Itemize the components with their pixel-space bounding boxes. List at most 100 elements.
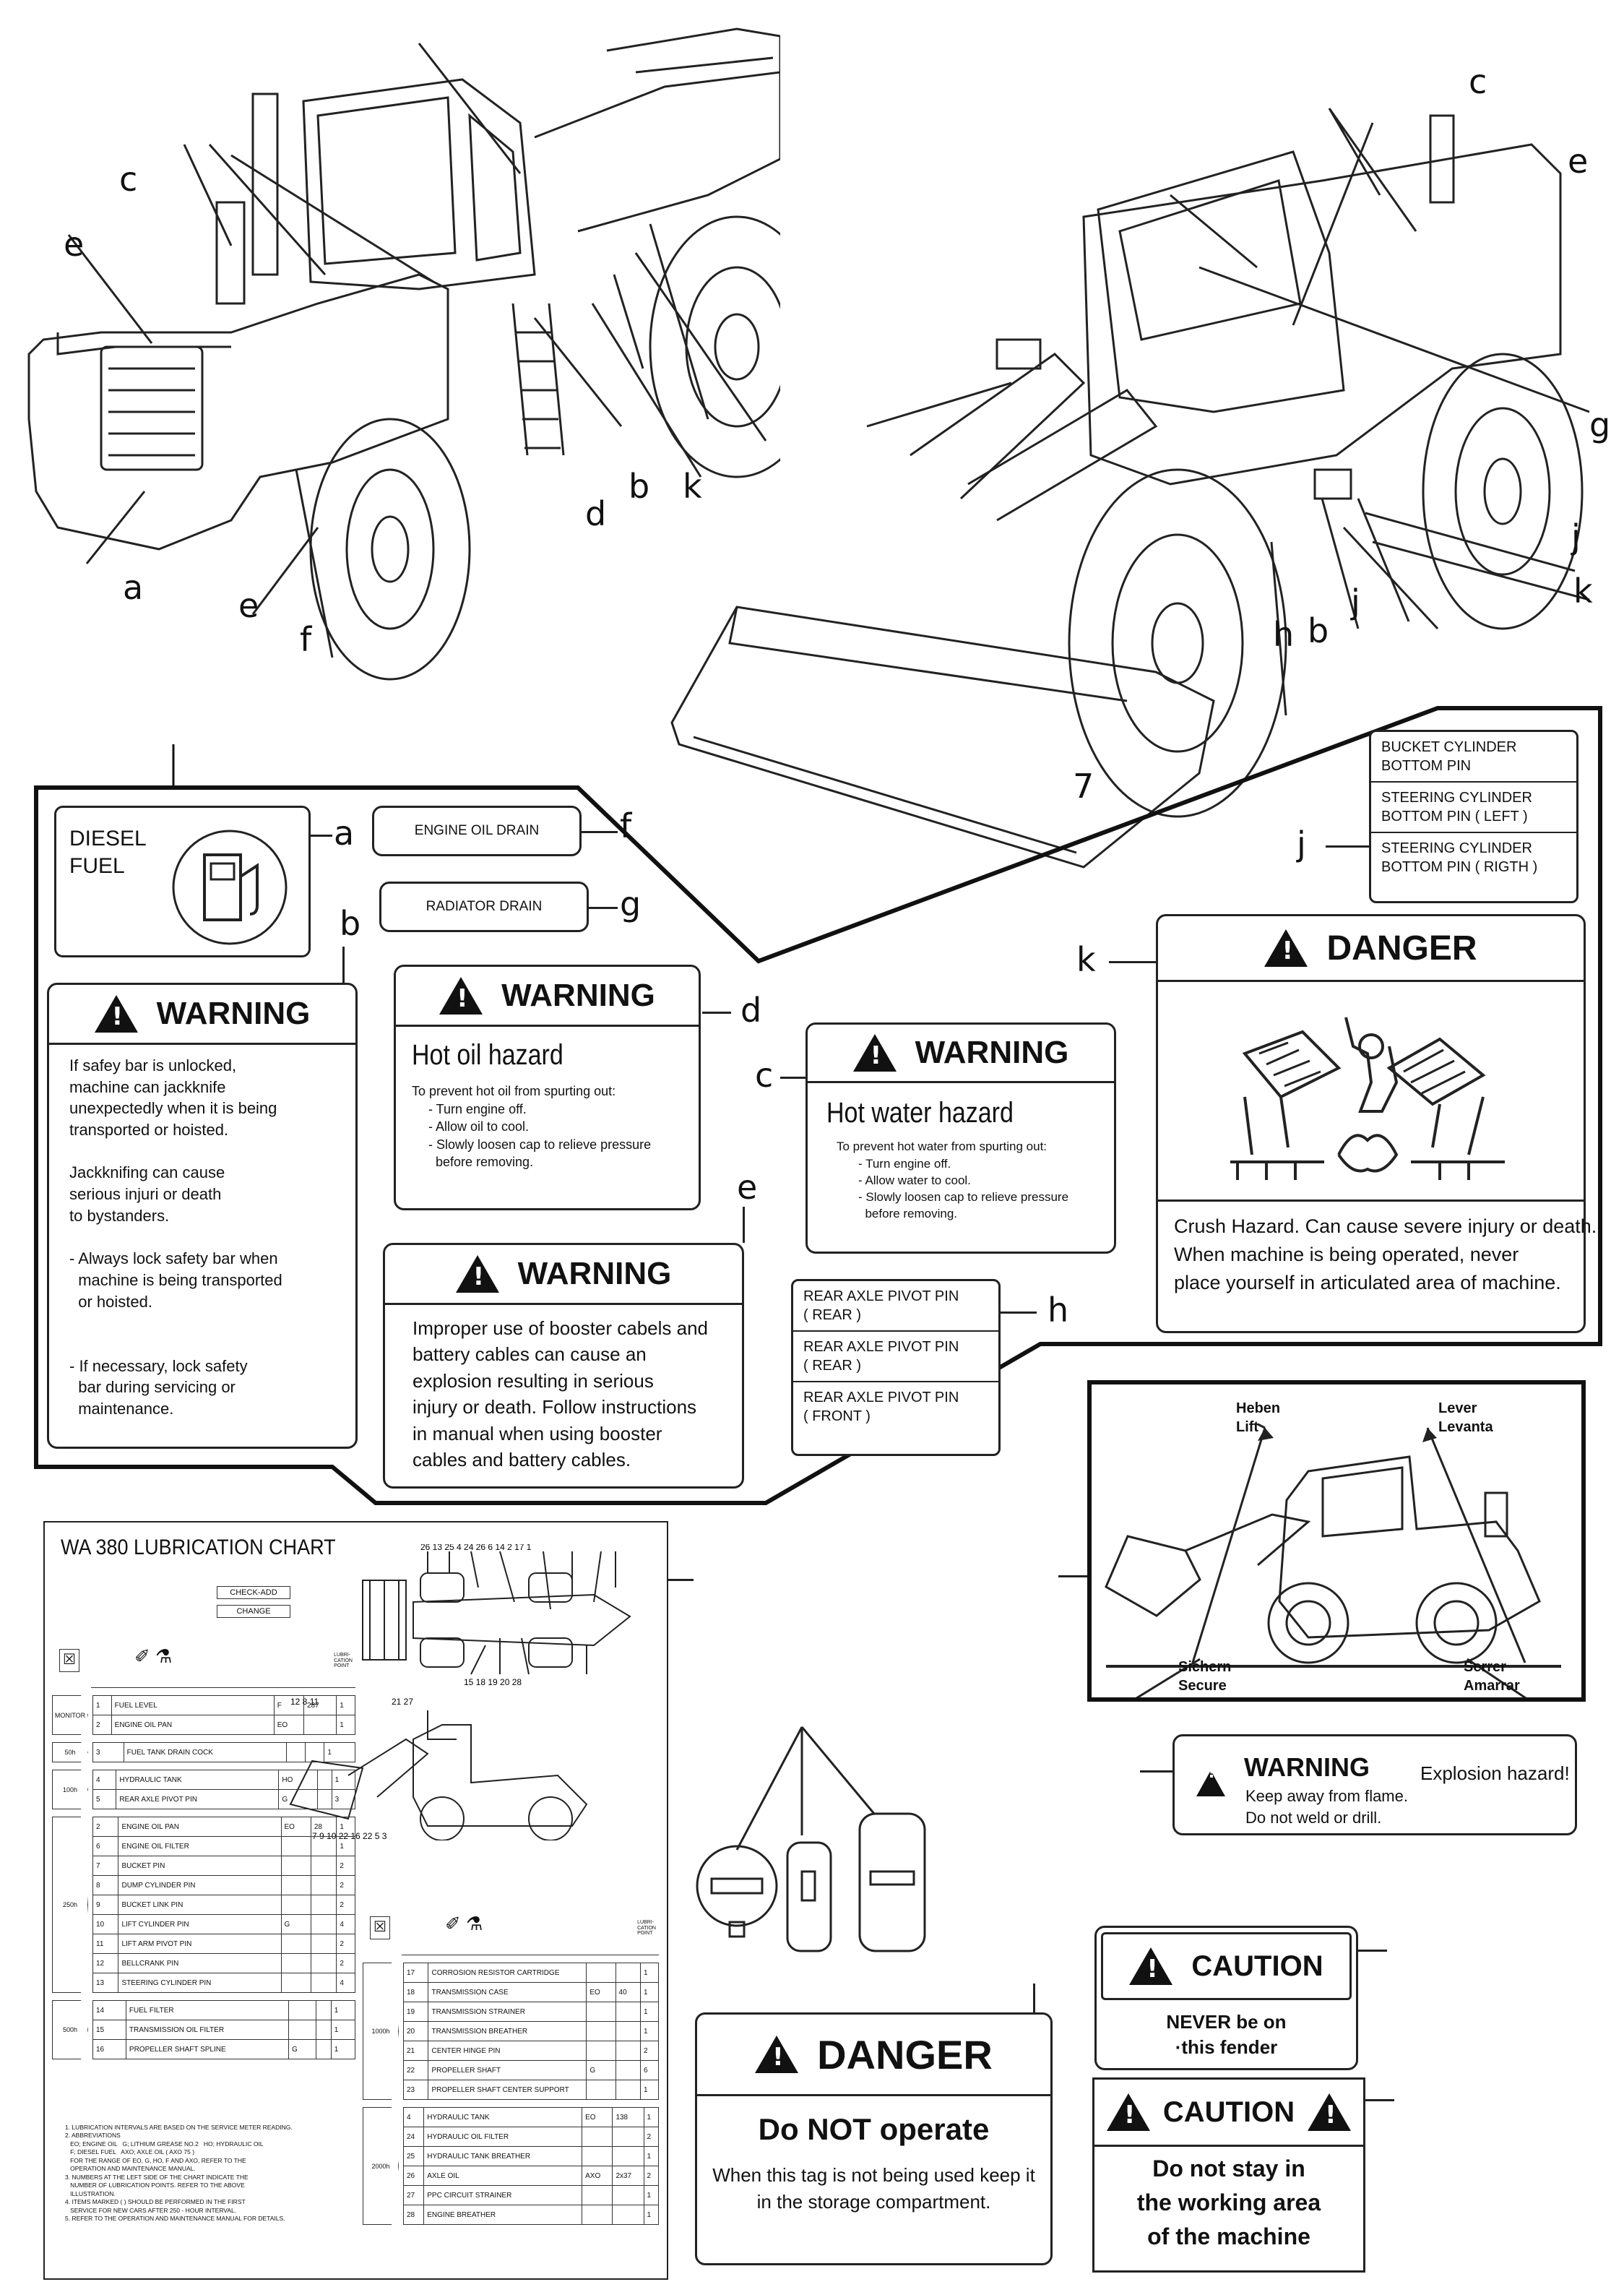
table-cell: 4 bbox=[402, 2107, 425, 2127]
danger-title: DANGER bbox=[817, 2031, 993, 2077]
warning-booster-cables-decal: WARNING Improper use of booster cabels a… bbox=[383, 1243, 744, 1489]
table-cell: 23 bbox=[402, 2080, 429, 2100]
table-cell: 2 bbox=[92, 1715, 112, 1735]
hot-oil-step-line: before removing. bbox=[428, 1154, 534, 1169]
table-cell: 7 bbox=[92, 1856, 119, 1876]
never-be-on-text: NEVER be on bbox=[1166, 2011, 1287, 2033]
jackknife-line: machine can jackknife bbox=[69, 1077, 226, 1096]
caution-header: CAUTION bbox=[1094, 2080, 1363, 2147]
table-cell bbox=[316, 2039, 332, 2059]
callout-a: a bbox=[334, 814, 355, 853]
table-cell: G bbox=[288, 2039, 317, 2059]
table-cell: 138 bbox=[612, 2107, 644, 2127]
hot-oil-intro: To prevent hot oil from spurting out: bbox=[412, 1084, 616, 1098]
lubrication-header-row: LUBRI- CATION POINT✐ ⚗☒ bbox=[59, 1631, 355, 1688]
crush-hazard-line: Crush Hazard. Can cause severe injury or… bbox=[1174, 1215, 1597, 1237]
callout-c-left: c bbox=[119, 160, 138, 199]
lubrication-period-label: 250h bbox=[52, 1817, 88, 1993]
table-cell bbox=[310, 1895, 337, 1915]
table-cell: HYDRAULIC TANK bbox=[423, 2107, 583, 2127]
warning-triangle-icon bbox=[439, 977, 483, 1015]
table-cell: HYDRAULIC OIL FILTER bbox=[423, 2127, 583, 2147]
table-cell: HO bbox=[278, 1770, 318, 1790]
table-cell: DUMP CYLINDER PIN bbox=[118, 1875, 282, 1895]
booster-cables-line: in manual when using booster bbox=[413, 1422, 662, 1444]
lubrication-period-label: MONITOR bbox=[52, 1695, 88, 1735]
booster-cables-line: battery cables can cause an bbox=[413, 1343, 647, 1366]
callout-d-left: d bbox=[585, 494, 607, 533]
jackknife-line: or hoisted. bbox=[69, 1292, 152, 1311]
table-cell: 2 bbox=[640, 2041, 659, 2061]
jackknife-line: transported or hoisted. bbox=[69, 1121, 229, 1140]
table-cell: AXLE OIL bbox=[423, 2166, 583, 2186]
working-area-text: the working area bbox=[1136, 2189, 1321, 2215]
loader-left-illustration bbox=[27, 27, 780, 681]
lubrication-note-line: 4. ITEMS MARKED ( ) SHOULD BE PERFORMED … bbox=[65, 2198, 246, 2206]
table-cell bbox=[310, 1953, 337, 1973]
danger-title: DANGER bbox=[1326, 929, 1477, 968]
table-cell bbox=[612, 2185, 644, 2205]
table-cell bbox=[615, 2021, 642, 2041]
table-cell: LIFT ARM PIVOT PIN bbox=[118, 1934, 282, 1954]
lubrication-note-line: OPERATION AND MAINTENANCE MANUAL. bbox=[65, 2165, 196, 2173]
table-cell: 2x37 bbox=[612, 2166, 644, 2186]
caution-title: CAUTION bbox=[1162, 2096, 1295, 2128]
table-cell: 1 bbox=[336, 1817, 355, 1837]
table-cell bbox=[582, 2127, 613, 2147]
do-not-weld-text: Do not weld or drill. bbox=[1245, 1809, 1382, 1827]
table-cell: 2 bbox=[336, 1856, 355, 1876]
table-cell: 28 bbox=[310, 1817, 337, 1837]
callout-j-right: g bbox=[1589, 405, 1611, 444]
warning-jackknife-body: If safey bar is unlocked, machine can jac… bbox=[49, 1045, 355, 1430]
table-cell: TRANSMISSION OIL FILTER bbox=[125, 2020, 289, 2040]
svg-text:15 18 19 20 28: 15 18 19 20 28 bbox=[464, 1677, 522, 1687]
table-cell bbox=[612, 2146, 644, 2166]
caution-triangle-icon bbox=[1129, 1947, 1173, 1985]
this-fender-text: ·this fender bbox=[1175, 2036, 1278, 2058]
booster-cables-line: explosion resulting in serious bbox=[413, 1369, 654, 1392]
table-cell bbox=[305, 1742, 325, 1762]
lubrication-note-line: 2. ABBREVIATIONS bbox=[65, 2132, 121, 2140]
danger-header: DANGER bbox=[697, 2015, 1050, 2096]
table-cell: 15 bbox=[92, 2020, 126, 2040]
hot-oil-step-line: - Turn engine off. bbox=[428, 1102, 527, 1116]
lubrication-note-line: ILLUSTRATION. bbox=[65, 2189, 116, 2197]
lubrication-note-line: FOR THE RANGE OF EO, G, HO, F AND AXO, R… bbox=[65, 2156, 246, 2164]
heben-label: Heben bbox=[1236, 1400, 1281, 1416]
lubrication-note-line: 1. LUBRICATION INTERVALS ARE BASED ON TH… bbox=[65, 2124, 293, 2131]
table-cell: TRANSMISSION CASE bbox=[428, 1982, 587, 2002]
lubrication-note-line: 3. NUMBERS AT THE LEFT SIDE OF THE CHART… bbox=[65, 2173, 249, 2181]
table-cell: 11 bbox=[92, 1934, 119, 1954]
table-cell: 1 bbox=[336, 1715, 355, 1735]
lubrication-period-label: 500h bbox=[52, 2000, 88, 2059]
svg-text:26 13 25 4 24 26 6 14 2 17 1: 26 13 25 4 24 26 6 14 2 17 1 bbox=[420, 1544, 532, 1552]
callout-c-right: c bbox=[1469, 62, 1487, 101]
jackknife-line: unexpectedly when it is being bbox=[69, 1099, 277, 1118]
table-cell: TRANSMISSION BREATHER bbox=[428, 2021, 587, 2041]
table-cell: G bbox=[278, 1789, 318, 1809]
table-cell: BUCKET PIN bbox=[118, 1856, 282, 1876]
table-cell: 14 bbox=[92, 2000, 126, 2020]
table-cell: G bbox=[280, 1914, 311, 1934]
table-cell: 2 bbox=[92, 1817, 119, 1837]
table-cell: 1 bbox=[640, 1963, 659, 1983]
table-cell bbox=[285, 1742, 306, 1762]
jackknife-line: to bystanders. bbox=[69, 1206, 170, 1225]
callout-e: e bbox=[737, 1168, 758, 1207]
jackknife-line: machine is being transported bbox=[69, 1270, 282, 1289]
jackknife-line: If safey bar is unlocked, bbox=[69, 1056, 237, 1074]
callout-a-left: a bbox=[123, 568, 144, 607]
table-cell bbox=[586, 2080, 616, 2100]
